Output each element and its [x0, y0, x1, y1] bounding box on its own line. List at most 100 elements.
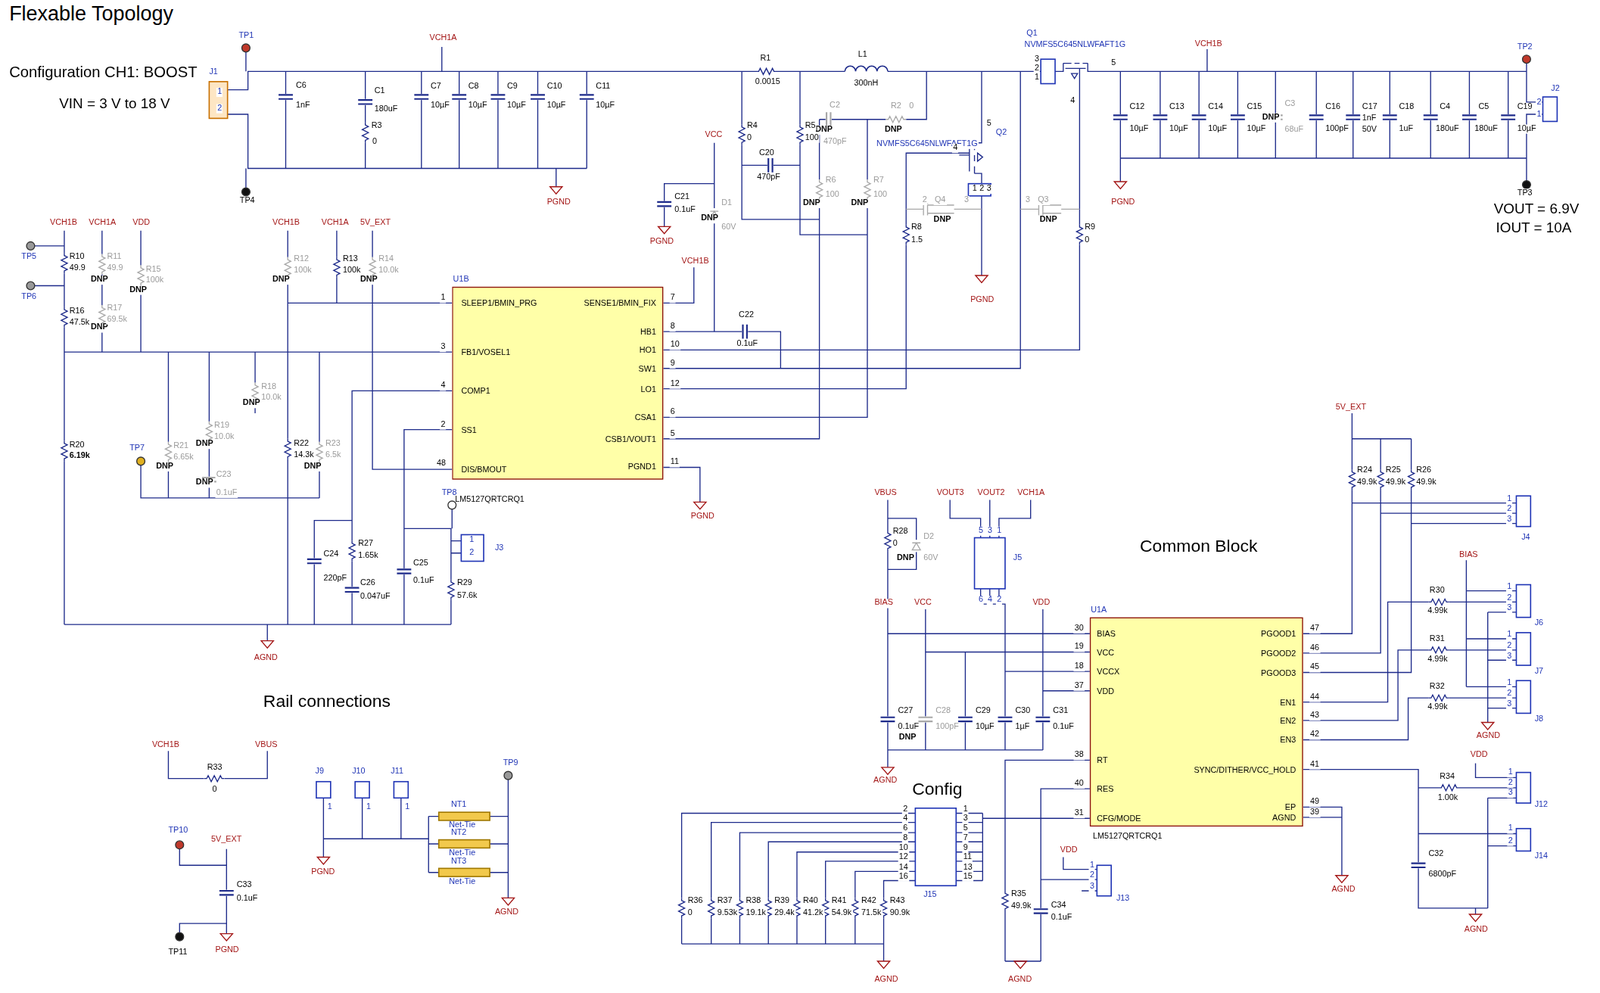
- ground-symbol: [220, 933, 233, 941]
- schematic-label: 470pF: [756, 174, 782, 184]
- capacitor-symbol: [1152, 115, 1168, 119]
- schematic-label: TP5: [20, 253, 38, 263]
- schematic-label: DNP: [849, 199, 869, 209]
- schematic-label: C28: [934, 707, 952, 717]
- symbol-backdrop: [911, 539, 922, 552]
- test-point: [175, 932, 184, 941]
- schematic-label: 2: [216, 104, 224, 114]
- schematic-label: 10µF: [429, 101, 452, 111]
- schematic-label: J13: [1115, 895, 1131, 905]
- capacitor-symbol: [1230, 115, 1246, 119]
- schematic-label: DNP: [932, 215, 952, 225]
- part-designator: U1A: [1090, 605, 1107, 615]
- schematic-label: 12: [897, 853, 909, 863]
- symbol-backdrop: [1075, 224, 1084, 246]
- schematic-label: 3: [1506, 789, 1514, 799]
- symbol-backdrop: [451, 93, 467, 100]
- pin-name: PGOOD2: [1260, 649, 1296, 659]
- connector-box: [438, 868, 490, 877]
- symbol-backdrop: [880, 715, 896, 723]
- ground-symbol: [1469, 914, 1482, 922]
- schematic-label: VCH1B: [49, 218, 79, 228]
- schematic-label: 2: [902, 805, 909, 815]
- connector-box: [1515, 828, 1531, 852]
- pin-name: VCC: [1096, 648, 1115, 658]
- schematic-label: VCH1A: [320, 218, 350, 228]
- inductor-symbol: [844, 65, 888, 72]
- schematic-label: R24: [1356, 466, 1373, 477]
- resistor-symbol: [99, 254, 106, 275]
- schematic-label: 15: [961, 872, 974, 882]
- test-point: [1522, 55, 1532, 64]
- test-point: [26, 242, 35, 251]
- schematic-label: 180uF: [1435, 124, 1460, 134]
- schematic-label: C7: [429, 83, 443, 93]
- schematic-label: TP3: [1515, 189, 1533, 199]
- capacitor-symbol: [357, 99, 373, 104]
- schematic-label: 8: [669, 323, 676, 333]
- resistor-symbol: [61, 252, 68, 274]
- schematic-label: 19.1k: [744, 909, 767, 919]
- schematic-label: TP10: [167, 827, 189, 837]
- schematic-label: 69.5k: [105, 315, 128, 325]
- schematic-label: PGND: [310, 868, 337, 878]
- schematic-label: R20: [68, 441, 85, 451]
- schematic-label: C13: [1168, 103, 1186, 113]
- ground-symbol: [1014, 961, 1027, 969]
- connector-box: [1040, 59, 1056, 84]
- schematic-label: VOUT3: [935, 488, 965, 499]
- pin-name: HO1: [639, 346, 657, 356]
- schematic-label: 5: [985, 119, 993, 129]
- schematic-label: DNP: [1038, 215, 1058, 225]
- pin-name: VCCX: [1096, 667, 1120, 677]
- schematic-label: 10.0k: [213, 432, 236, 443]
- schematic-label: R31: [1428, 635, 1445, 645]
- connector-box: [208, 81, 228, 119]
- schematic-label: 47.5k: [68, 318, 91, 328]
- schematic-label: 0.1uF: [735, 339, 759, 349]
- schematic-label: VCH1B: [271, 218, 302, 228]
- schematic-label: TP2: [1515, 43, 1533, 53]
- symbol-backdrop: [315, 442, 324, 463]
- schematic-label: 49.9: [68, 264, 87, 274]
- schematic-label: 10µF: [594, 101, 617, 111]
- schematic-label: 100: [824, 191, 841, 201]
- schematic-label: 10: [897, 843, 909, 853]
- schematic-label: 60V: [922, 554, 940, 564]
- schematic-label: C10: [545, 83, 563, 93]
- schematic-label: 10µF: [1168, 124, 1190, 134]
- schematic-label: 7: [669, 294, 676, 304]
- schematic-label: R11: [105, 253, 123, 263]
- resistor-symbol: [738, 124, 745, 145]
- connector-box: [393, 781, 408, 799]
- schematic-label: VDD: [1058, 846, 1078, 856]
- schematic-label: AGND: [1007, 975, 1034, 985]
- schematic-label: 180uF: [373, 105, 399, 115]
- schematic-label: 19: [1073, 643, 1085, 653]
- schematic-label: 1: [326, 803, 334, 813]
- schematic-label: DNP: [1260, 113, 1280, 123]
- schematic-label: 1: [961, 805, 969, 815]
- pin-name: EP: [1285, 803, 1296, 813]
- schematic-label: Q1: [1025, 30, 1039, 40]
- symbol-backdrop: [1033, 908, 1049, 915]
- symbol-backdrop: [368, 257, 377, 278]
- capacitor-symbol: [1309, 115, 1324, 119]
- schematic-label: VCH1A: [428, 34, 458, 44]
- schematic-label: DNP: [242, 399, 262, 409]
- schematic-label: 470pF: [822, 137, 848, 147]
- resistor-symbol: [204, 775, 225, 782]
- schematic-label: 3: [961, 814, 969, 824]
- schematic-label: 3: [1033, 55, 1041, 65]
- schematic-label: 1: [1506, 631, 1513, 641]
- schematic-label: 30: [1073, 625, 1085, 635]
- schematic-label: 10µF: [545, 101, 567, 111]
- schematic-label: 0: [686, 909, 694, 919]
- schematic-label: J8: [1533, 715, 1544, 726]
- ground-symbol: [1335, 875, 1348, 883]
- symbol-backdrop: [579, 93, 595, 100]
- schematic-label: R26: [1415, 466, 1432, 477]
- schematic-label: R12: [292, 255, 310, 265]
- symbol-backdrop: [361, 122, 370, 144]
- resistor-symbol: [348, 541, 355, 562]
